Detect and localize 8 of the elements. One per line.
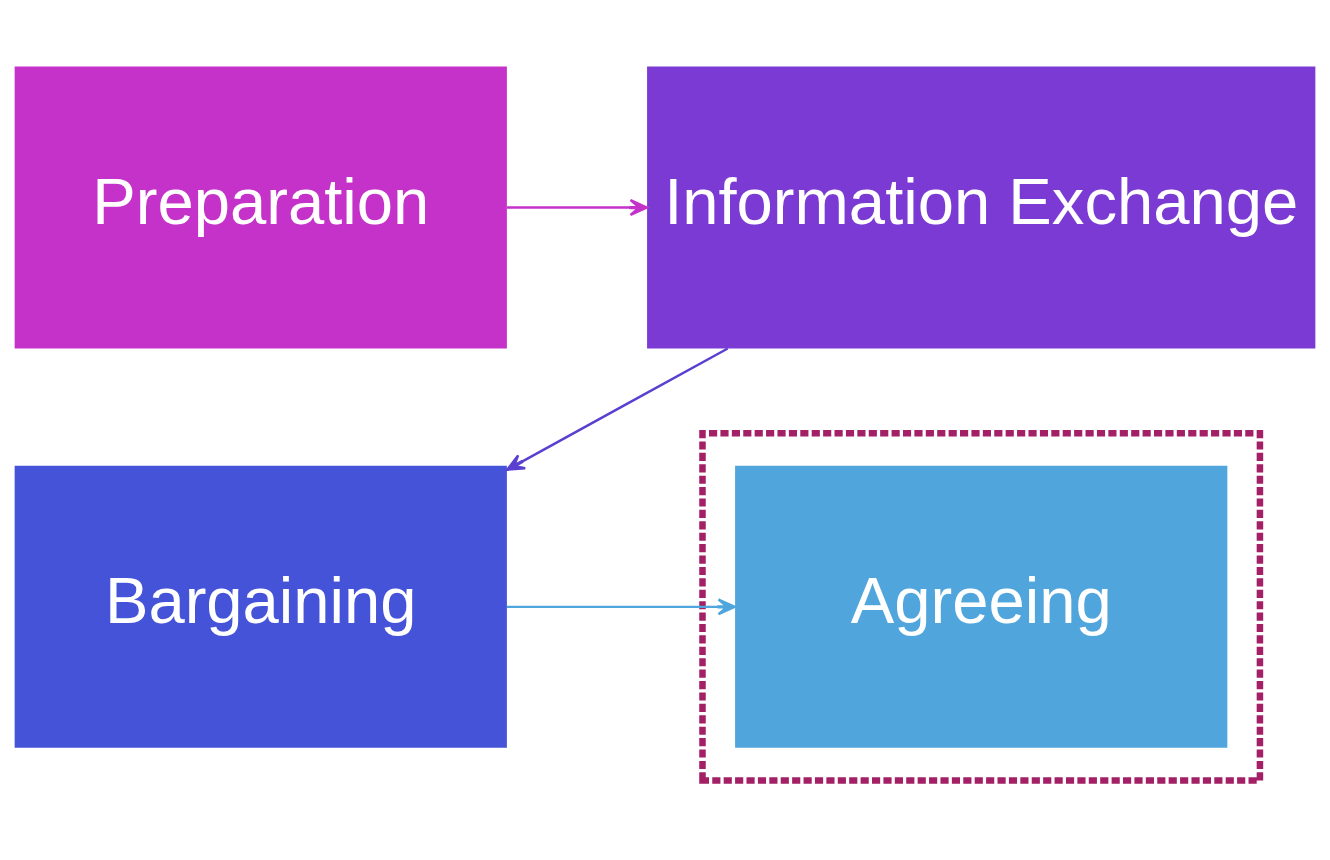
arrow <box>507 198 649 217</box>
node-box: Information Exchange <box>647 66 1316 349</box>
arrow <box>506 347 729 471</box>
node-box: Agreeing <box>735 465 1228 748</box>
cluster <box>699 430 1264 784</box>
node-box: Preparation <box>14 66 507 349</box>
node-box: Bargaining <box>14 465 507 748</box>
arrow <box>507 598 737 616</box>
